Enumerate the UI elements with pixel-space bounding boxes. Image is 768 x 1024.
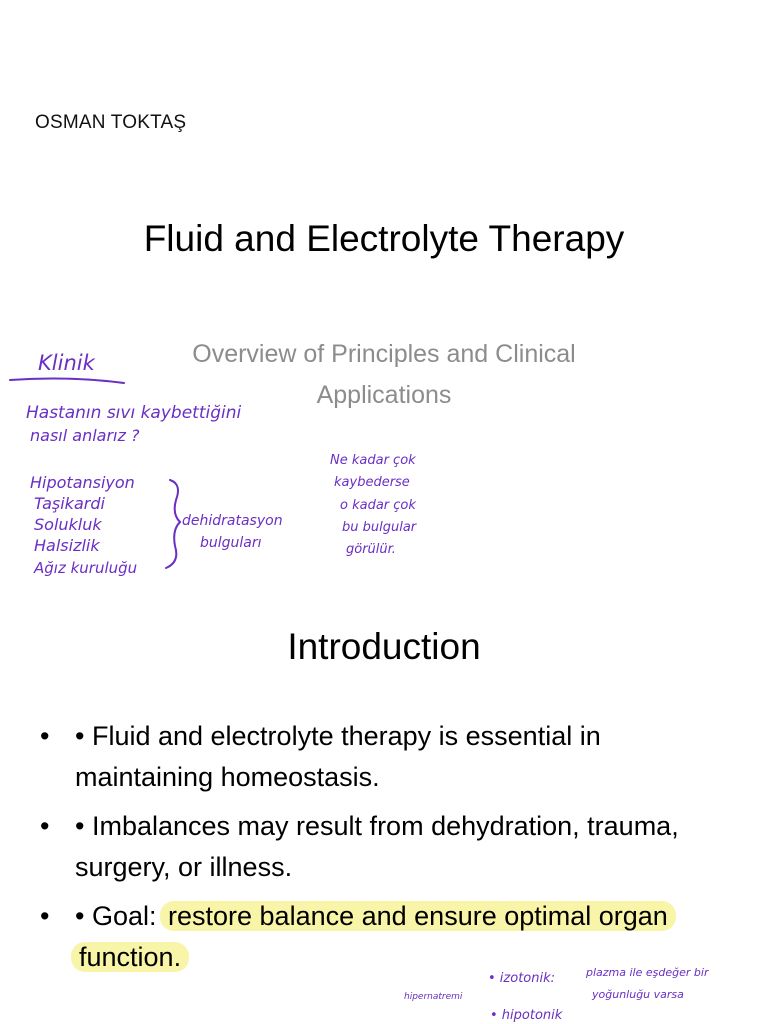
slide-subtitle: Overview of Principles and Clinical Appl… — [192, 340, 576, 409]
underline-stroke — [9, 377, 125, 384]
bullet-marker: • — [40, 901, 50, 931]
note-hypotonic: • hipotonik — [490, 1008, 563, 1023]
note-hypernatremia: hipernatremi — [404, 992, 463, 1002]
section-heading: Introduction — [287, 626, 481, 667]
note-dehydration: dehidratasyon — [182, 513, 283, 529]
bullet-item: • • Imbalances may result from dehydrati… — [40, 806, 720, 888]
note-symptom: Hipotansiyon — [30, 473, 135, 492]
note-dehydration: bulguları — [200, 535, 262, 551]
bullet-item: • • Fluid and electrolyte therapy is ess… — [40, 716, 720, 798]
note-symptom: Taşikardi — [34, 494, 105, 513]
slide-title: Fluid and Electrolyte Therapy — [143, 218, 625, 259]
note-severity: bu bulgular — [342, 520, 418, 535]
bullet-marker: • — [40, 811, 50, 841]
bullet-text: • Fluid and electrolyte therapy is essen… — [75, 721, 601, 792]
note-symptom: Halsizlik — [34, 536, 100, 555]
bullet-item: • • Goal: restore balance and ensure opt… — [40, 896, 720, 978]
note-severity: görülür. — [346, 542, 396, 557]
author-name: OSMAN TOKTAŞ — [35, 112, 187, 133]
note-severity: o kadar çok — [340, 498, 416, 513]
note-severity: Ne kadar çok — [330, 453, 416, 468]
bullet-text: • Imbalances may result from dehydration… — [75, 811, 679, 882]
bullet-list: • • Fluid and electrolyte therapy is ess… — [40, 716, 720, 986]
highlighted-text: restore balance and ensure optimal organ… — [71, 901, 676, 972]
note-isotonic-detail: yoğunluğu varsa — [591, 988, 684, 1001]
note-symptom: Ağız kuruluğu — [33, 559, 137, 577]
note-severity: kaybederse — [334, 475, 410, 490]
brace-stroke — [165, 479, 182, 569]
note-symptom: Solukluk — [34, 515, 102, 534]
note-klinik: Klinik — [38, 351, 96, 375]
bullet-marker: • — [40, 721, 50, 751]
bullet-text-prefix: • Goal: — [75, 901, 164, 931]
note-question-line2: nasıl anlarız ? — [30, 426, 140, 445]
